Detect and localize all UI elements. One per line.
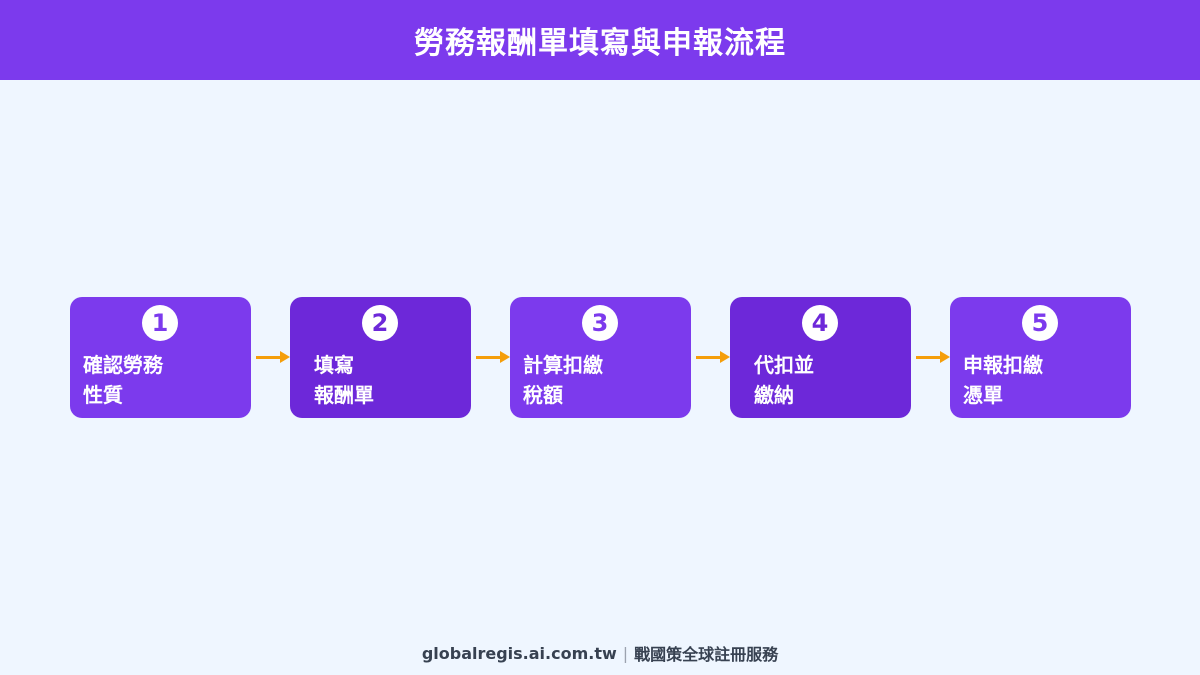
process-flow: 1 確認勞務 性質 2 填寫 報酬單 3 計算扣繳 稅額 4 代扣並 繳納 5 … bbox=[70, 297, 1131, 418]
step-label: 確認勞務 性質 bbox=[83, 353, 163, 407]
step-label: 計算扣繳 稅額 bbox=[523, 353, 603, 407]
step-card-4: 4 代扣並 繳納 bbox=[730, 297, 911, 418]
step-number-badge: 1 bbox=[142, 305, 178, 341]
step-label: 申報扣繳 憑單 bbox=[963, 353, 1043, 407]
arrow-right-icon bbox=[916, 350, 950, 364]
step-card-3: 3 計算扣繳 稅額 bbox=[510, 297, 691, 418]
page-title: 勞務報酬單填寫與申報流程 bbox=[414, 26, 786, 61]
arrow-right-icon bbox=[476, 350, 510, 364]
step-card-2: 2 填寫 報酬單 bbox=[290, 297, 471, 418]
step-number-badge: 3 bbox=[582, 305, 618, 341]
footer-brand: 戰國策全球註冊服務 bbox=[634, 645, 779, 664]
step-number-badge: 5 bbox=[1022, 305, 1058, 341]
step-card-5: 5 申報扣繳 憑單 bbox=[950, 297, 1131, 418]
footer: globalregis.ai.com.tw | 戰國策全球註冊服務 bbox=[0, 640, 1200, 666]
step-label: 填寫 報酬單 bbox=[314, 353, 374, 407]
footer-separator: | bbox=[622, 643, 629, 663]
step-card-1: 1 確認勞務 性質 bbox=[70, 297, 251, 418]
step-number-badge: 2 bbox=[362, 305, 398, 341]
arrow-right-icon bbox=[256, 350, 290, 364]
header-bar: 勞務報酬單填寫與申報流程 bbox=[0, 0, 1200, 80]
footer-site: globalregis.ai.com.tw bbox=[421, 643, 617, 663]
arrow-right-icon bbox=[696, 350, 730, 364]
step-number-badge: 4 bbox=[802, 305, 838, 341]
step-label: 代扣並 繳納 bbox=[754, 353, 814, 407]
